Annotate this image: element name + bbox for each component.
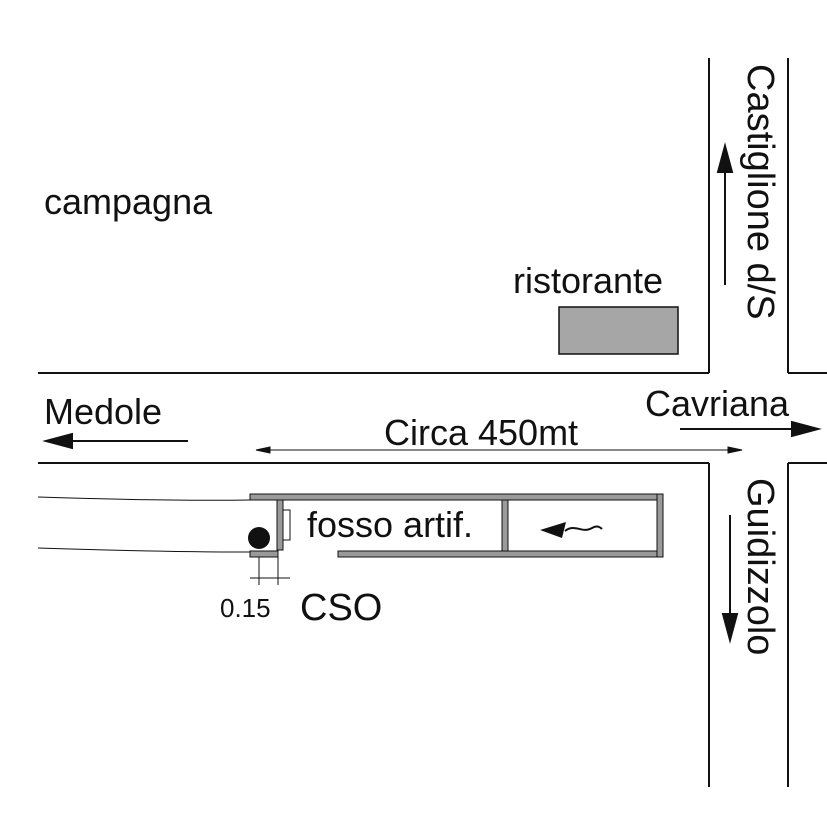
fosso-label: fosso artif.	[307, 504, 473, 545]
cso-outlet-icon	[248, 527, 270, 549]
medole-label: Medole	[44, 391, 162, 432]
restaurant-building	[558, 306, 679, 355]
ristorante-label: ristorante	[513, 260, 663, 301]
cso-label: CSO	[300, 587, 382, 629]
arrow-left-medole	[42, 432, 188, 450]
dimension-label: 0.15	[220, 593, 271, 623]
tilde-arrow-left-icon	[540, 522, 603, 538]
castiglione-label: Castiglione d/S	[739, 64, 781, 320]
campagna-label: campagna	[44, 181, 213, 222]
ditch-end-wall	[656, 493, 664, 558]
width-dimension	[250, 557, 290, 585]
arrow-down-guidizzolo	[721, 515, 739, 644]
main-road	[38, 372, 827, 464]
ditch-divider-wall	[501, 499, 509, 552]
ditch-bottom-wall-left	[249, 550, 279, 558]
guidizzolo-label: Guidizzolo	[739, 478, 781, 655]
side-road	[708, 58, 789, 787]
arrow-right-cavriana	[680, 420, 822, 438]
arrow-up-castiglione	[716, 142, 734, 285]
ditch-inner-wall-left	[276, 499, 284, 551]
ditch-inner-notch	[283, 509, 291, 541]
ditch-top-wall	[249, 493, 664, 501]
ditch-bottom-wall-right	[337, 550, 664, 558]
distance-dimension	[255, 446, 743, 454]
direction-arrows	[42, 142, 822, 644]
ditch-lines	[37, 496, 251, 553]
cavriana-label: Cavriana	[645, 383, 790, 424]
artificial-ditch	[249, 493, 664, 558]
distance-label: Circa 450mt	[384, 412, 578, 453]
